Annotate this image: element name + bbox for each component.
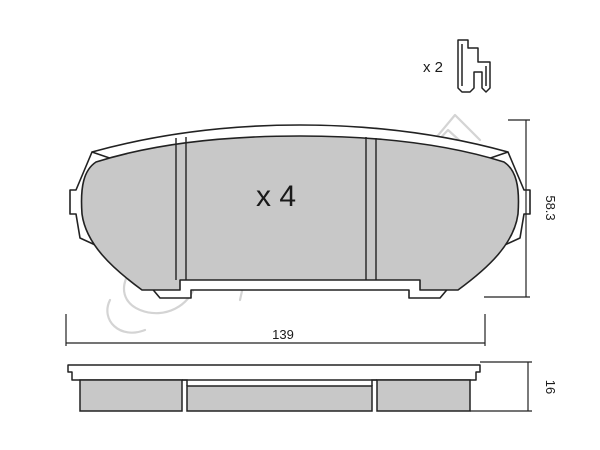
side-backing-plate: [67, 364, 481, 381]
thickness-dimension-label: 16: [543, 380, 558, 394]
width-dimension-label: 139: [272, 327, 294, 342]
height-dimension: [484, 119, 530, 298]
side-friction-block-right: [376, 379, 471, 412]
side-view: [67, 364, 481, 412]
anti-rattle-clip-icon: [457, 39, 491, 93]
friction-pad: [80, 135, 520, 291]
side-friction-block-left: [79, 379, 183, 412]
backing-plate-tab-left: [69, 151, 129, 261]
width-dimension: [65, 314, 486, 346]
wear-slot-right: [365, 137, 377, 280]
quantity-label: x 4: [256, 180, 296, 213]
side-friction-block-center: [186, 385, 373, 412]
height-dimension-label: 58.3: [543, 195, 558, 220]
backing-plate-tab-right: [471, 151, 531, 261]
clip-quantity-label: x 2: [423, 59, 443, 76]
wear-slot-left: [175, 137, 187, 280]
thickness-dimension: [470, 361, 532, 412]
